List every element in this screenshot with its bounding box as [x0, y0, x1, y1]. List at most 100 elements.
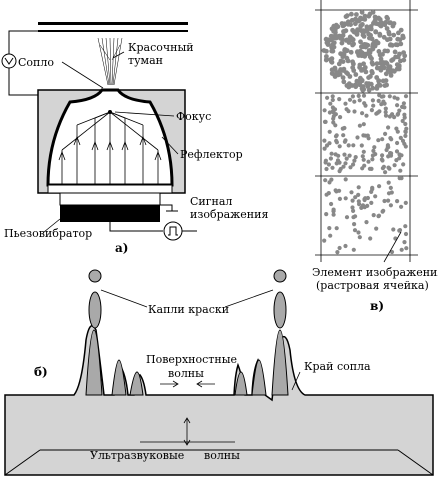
raster-dot: [402, 112, 407, 117]
raster-dot: [342, 152, 347, 157]
raster-dot: [385, 37, 390, 43]
label-drops: Капли краски: [148, 303, 229, 316]
raster-dot: [327, 226, 332, 231]
nozzle-edge-left: [4, 449, 434, 476]
raster-dot: [353, 21, 358, 27]
raster-dot: [353, 195, 358, 200]
raster-dot: [371, 213, 376, 218]
raster-dot: [374, 75, 380, 80]
label-nozzle-edge: Край сопла: [304, 360, 371, 373]
raster-dot: [359, 143, 364, 148]
raster-dot: [374, 61, 380, 67]
raster-dot: [401, 162, 406, 167]
piezo-top-layer: [59, 192, 161, 206]
raster-dot: [356, 93, 361, 98]
raster-dot: [353, 72, 359, 77]
raster-dot: [351, 162, 356, 167]
chamber-base: [47, 184, 173, 194]
paper-plate: [38, 22, 188, 25]
raster-dot: [395, 199, 400, 204]
raster-dot: [385, 16, 390, 21]
raster-dot: [377, 33, 383, 38]
raster-dot: [351, 41, 356, 47]
raster-dot: [352, 228, 358, 233]
raster-dot: [352, 99, 357, 104]
raster-dot: [390, 23, 396, 29]
raster-dot: [386, 125, 391, 130]
raster-dot: [383, 131, 388, 136]
raster-dot: [344, 215, 350, 220]
raster-dot: [402, 105, 407, 110]
raster-dot: [351, 61, 356, 67]
raster-dot: [394, 62, 400, 67]
raster-dot: [349, 190, 354, 195]
raster-dot: [330, 94, 335, 99]
raster-dot: [397, 51, 402, 57]
raster-dot: [399, 247, 404, 252]
raster-dot: [343, 161, 348, 166]
raster-dot: [335, 24, 341, 30]
jet-right-main: [271, 329, 289, 396]
raster-dot: [324, 166, 329, 172]
panel-b: Капли краски Поверхностные волны Край со…: [4, 269, 434, 476]
raster-dot: [338, 58, 344, 64]
raster-dot: [360, 51, 366, 57]
label-signal-2: изображения: [190, 208, 268, 221]
raster-dot: [337, 196, 342, 201]
drop-left-top: [88, 269, 102, 283]
raster-dot: [342, 47, 347, 53]
label-nozzle: Сопло: [18, 56, 54, 69]
raster-dot: [329, 71, 335, 76]
raster-dot: [341, 133, 346, 138]
raster-dot: [353, 82, 358, 88]
raster-dot: [374, 226, 379, 231]
raster-dot: [404, 246, 409, 251]
raster-dot: [391, 32, 397, 38]
raster-dot: [341, 29, 346, 34]
raster-dot: [323, 119, 328, 124]
raster-dot: [395, 140, 400, 146]
raster-dot: [350, 94, 355, 99]
label-ultrasonic-1: Ультразвуковые: [90, 449, 184, 462]
raster-dot: [361, 157, 366, 162]
raster-dot: [364, 113, 369, 118]
raster-dot: [345, 21, 351, 27]
raster-dot: [373, 29, 379, 35]
jet-right-2: [251, 359, 267, 396]
raster-dot: [334, 226, 339, 231]
raster-dot: [368, 81, 374, 87]
raster-dot: [386, 198, 391, 203]
raster-dot: [381, 99, 386, 104]
raster-dot: [385, 48, 390, 54]
label-element-2: (растровая ячейка): [316, 279, 429, 292]
raster-dot: [366, 87, 372, 93]
raster-dot: [362, 163, 367, 168]
raster-dot: [327, 129, 332, 134]
raster-dot: [337, 35, 343, 41]
raster-dot: [356, 192, 361, 197]
raster-dot: [385, 145, 390, 150]
raster-dot: [338, 166, 343, 172]
raster-dot: [351, 215, 356, 220]
raster-dot: [324, 192, 329, 197]
panel-v-tag: в): [370, 299, 384, 313]
signal-wire: [109, 222, 163, 232]
raster-dot: [383, 110, 388, 115]
label-focus: Фокус: [176, 110, 211, 123]
raster-dot: [381, 208, 386, 213]
label-mist-1: Красочный: [128, 41, 194, 54]
raster-dot: [403, 231, 409, 237]
label-signal-1: Сигнал: [190, 195, 232, 208]
raster-dot: [375, 110, 380, 115]
raster-dot: [400, 118, 405, 124]
raster-dot: [358, 23, 364, 29]
raster-dot: [360, 32, 366, 38]
raster-dot: [333, 188, 338, 193]
raster-dot: [388, 185, 393, 190]
raster-dot: [358, 39, 363, 45]
raster-dot: [326, 162, 331, 167]
raster-dot: [330, 97, 335, 103]
raster-dot: [376, 213, 382, 218]
raster-dot: [403, 94, 409, 99]
raster-dot: [331, 110, 336, 115]
